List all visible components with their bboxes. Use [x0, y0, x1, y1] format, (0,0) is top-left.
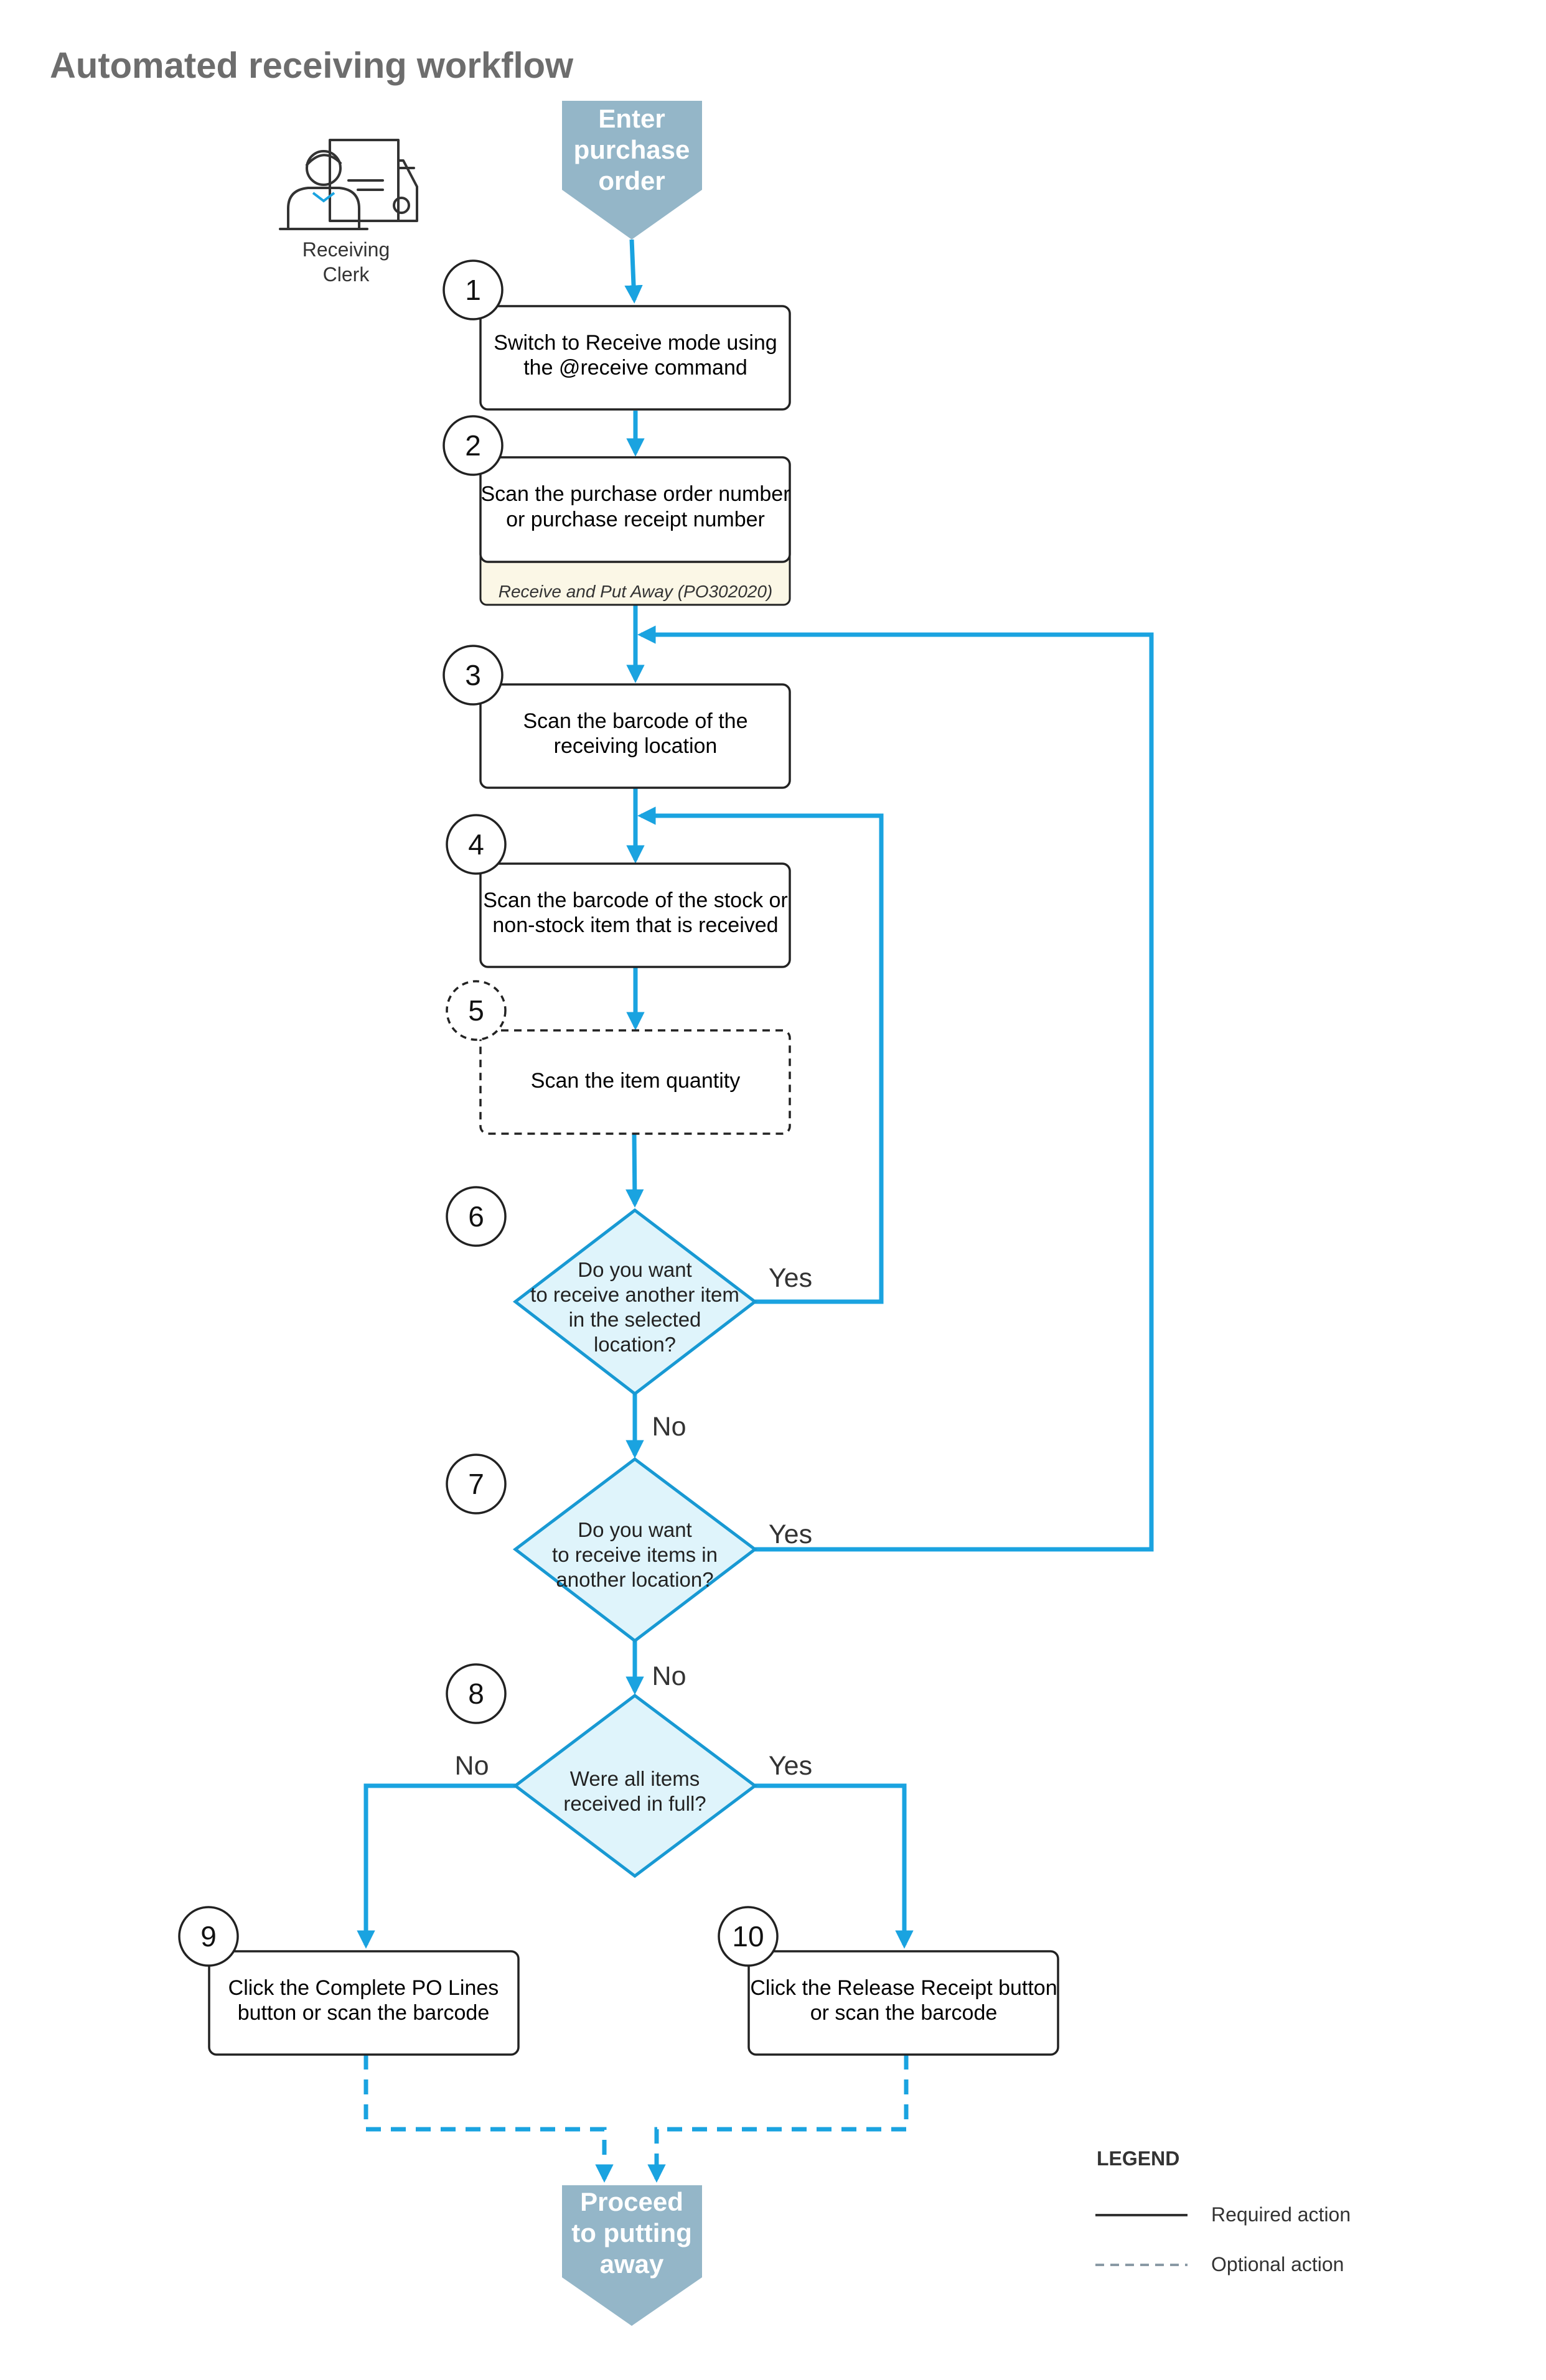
legend-title: LEGEND	[1097, 2147, 1179, 2170]
step-9-number-badge	[178, 1906, 239, 1967]
decision-7-no-label: No	[652, 1661, 686, 1691]
step-3-number: 3	[465, 659, 481, 691]
step-2-number: 2	[465, 429, 481, 462]
legend-required-label: Required action	[1211, 2203, 1351, 2226]
step-10: Click the Release Receipt button or scan…	[718, 1906, 1059, 2056]
step-5-number: 5	[468, 994, 484, 1027]
step-6-line3: in the selected	[569, 1308, 701, 1331]
start-terminal-line3: order	[598, 166, 665, 195]
step-4-number-badge	[446, 814, 507, 875]
legend: LEGEND Required action Optional action	[1095, 2147, 1351, 2275]
step-7-number: 7	[468, 1468, 484, 1500]
step-8-decision: Were all items received in full? 8	[446, 1663, 758, 1878]
step-8-number: 8	[468, 1678, 484, 1710]
step-1-number: 1	[465, 274, 481, 306]
step-4-number: 4	[468, 828, 484, 861]
step-1-line2: the @receive command	[523, 356, 747, 380]
flow-9-to-end	[363, 2055, 614, 2183]
step-3-number-badge	[443, 645, 504, 706]
step-3-box	[479, 683, 791, 789]
flow-10-to-end	[647, 2055, 909, 2183]
step-8-line1: Were all items	[570, 1767, 700, 1790]
step-3-line2: receiving location	[554, 734, 718, 758]
start-terminal: Enter purchase order	[562, 101, 702, 240]
step-9-line2: button or scan the barcode	[238, 2001, 490, 2025]
flow-5-to-6	[625, 1134, 644, 1208]
page-title: Automated receiving workflow	[50, 45, 574, 86]
step-4-line2: non-stock item that is received	[492, 913, 778, 937]
decision-8-yes-label: Yes	[769, 1751, 812, 1781]
legend-optional-label: Optional action	[1211, 2253, 1344, 2275]
flow-8-yes	[755, 1783, 914, 1949]
flow-6-yes-loop	[637, 806, 884, 1304]
step-6-line4: location?	[594, 1333, 676, 1356]
end-terminal: Proceed to putting away	[562, 2185, 702, 2326]
step-8-line2: received in full?	[563, 1792, 706, 1815]
step-4: Scan the barcode of the stock or non-sto…	[446, 814, 791, 968]
decision-7-yes-label: Yes	[769, 1519, 812, 1549]
step-5-number-badge	[446, 980, 507, 1041]
actor-label-line1: Receiving	[302, 238, 390, 261]
step-8-number-badge	[446, 1663, 507, 1724]
decision-6-yes-label: Yes	[769, 1263, 812, 1293]
step-5-box	[479, 1029, 791, 1135]
step-10-box	[747, 1950, 1059, 2056]
step-1: Switch to Receive mode using the @receiv…	[443, 259, 791, 411]
decision-6-no-label: No	[652, 1412, 686, 1442]
end-terminal-line1: Proceed	[580, 2187, 683, 2216]
step-6-decision: Do you want to receive another item in t…	[446, 1186, 758, 1396]
step-6-line2: to receive another item	[530, 1283, 739, 1306]
step-4-line1: Scan the barcode of the stock or	[483, 889, 788, 912]
step-3: Scan the barcode of the receiving locati…	[443, 645, 791, 789]
step-9-number: 9	[200, 1920, 217, 1953]
step-5-line1: Scan the item quantity	[531, 1069, 740, 1093]
step-9-line1: Click the Complete PO Lines	[228, 1976, 499, 2000]
actor-label-line2: Clerk	[323, 263, 370, 286]
flow-7-yes-loop	[637, 625, 1154, 1552]
step-1-line1: Switch to Receive mode using	[494, 331, 777, 355]
step-7-line2: to receive items in	[552, 1543, 718, 1566]
step-2: Receive and Put Away (PO302020) Scan the…	[443, 415, 791, 606]
step-7-line1: Do you want	[578, 1518, 691, 1541]
step-7-line3: another location?	[556, 1568, 713, 1591]
decision-8-no-label: No	[455, 1751, 489, 1781]
step-9: Click the Complete PO Lines button or sc…	[178, 1906, 520, 2056]
step-1-number-badge	[443, 259, 504, 320]
step-6-number-badge	[446, 1186, 507, 1247]
step-2-line2: or purchase receipt number	[506, 508, 765, 531]
step-10-number-badge	[718, 1906, 779, 1967]
step-2-box	[479, 456, 791, 563]
step-2-note: Receive and Put Away (PO302020)	[499, 582, 772, 601]
receiving-clerk-truck-icon	[279, 139, 418, 230]
step-6-number: 6	[468, 1200, 484, 1233]
end-terminal-line3: away	[600, 2249, 664, 2279]
step-8-diamond	[512, 1693, 758, 1878]
start-terminal-line1: Enter	[598, 104, 665, 133]
step-9-box	[208, 1950, 520, 2056]
step-7-diamond	[512, 1457, 758, 1643]
end-terminal-line2: to putting	[571, 2218, 692, 2247]
step-2-number-badge	[443, 415, 504, 476]
step-6-line1: Do you want	[578, 1258, 691, 1281]
step-3-line1: Scan the barcode of the	[523, 709, 747, 733]
step-4-box	[479, 862, 791, 968]
step-2-line1: Scan the purchase order number	[480, 482, 790, 506]
step-7-number-badge	[446, 1454, 507, 1514]
flow-start-to-1	[624, 239, 643, 304]
flow-8-no	[357, 1783, 515, 1949]
step-10-line2: or scan the barcode	[810, 2001, 998, 2025]
step-10-line1: Click the Release Receipt button	[750, 1976, 1057, 2000]
start-terminal-line2: purchase	[574, 135, 690, 164]
step-5: Scan the item quantity 5	[446, 980, 791, 1135]
flow-connectors	[357, 239, 1154, 2183]
step-10-number: 10	[732, 1920, 764, 1953]
step-1-box	[479, 305, 791, 411]
step-7-decision: Do you want to receive items in another …	[446, 1454, 758, 1643]
step-6-diamond	[512, 1208, 758, 1396]
